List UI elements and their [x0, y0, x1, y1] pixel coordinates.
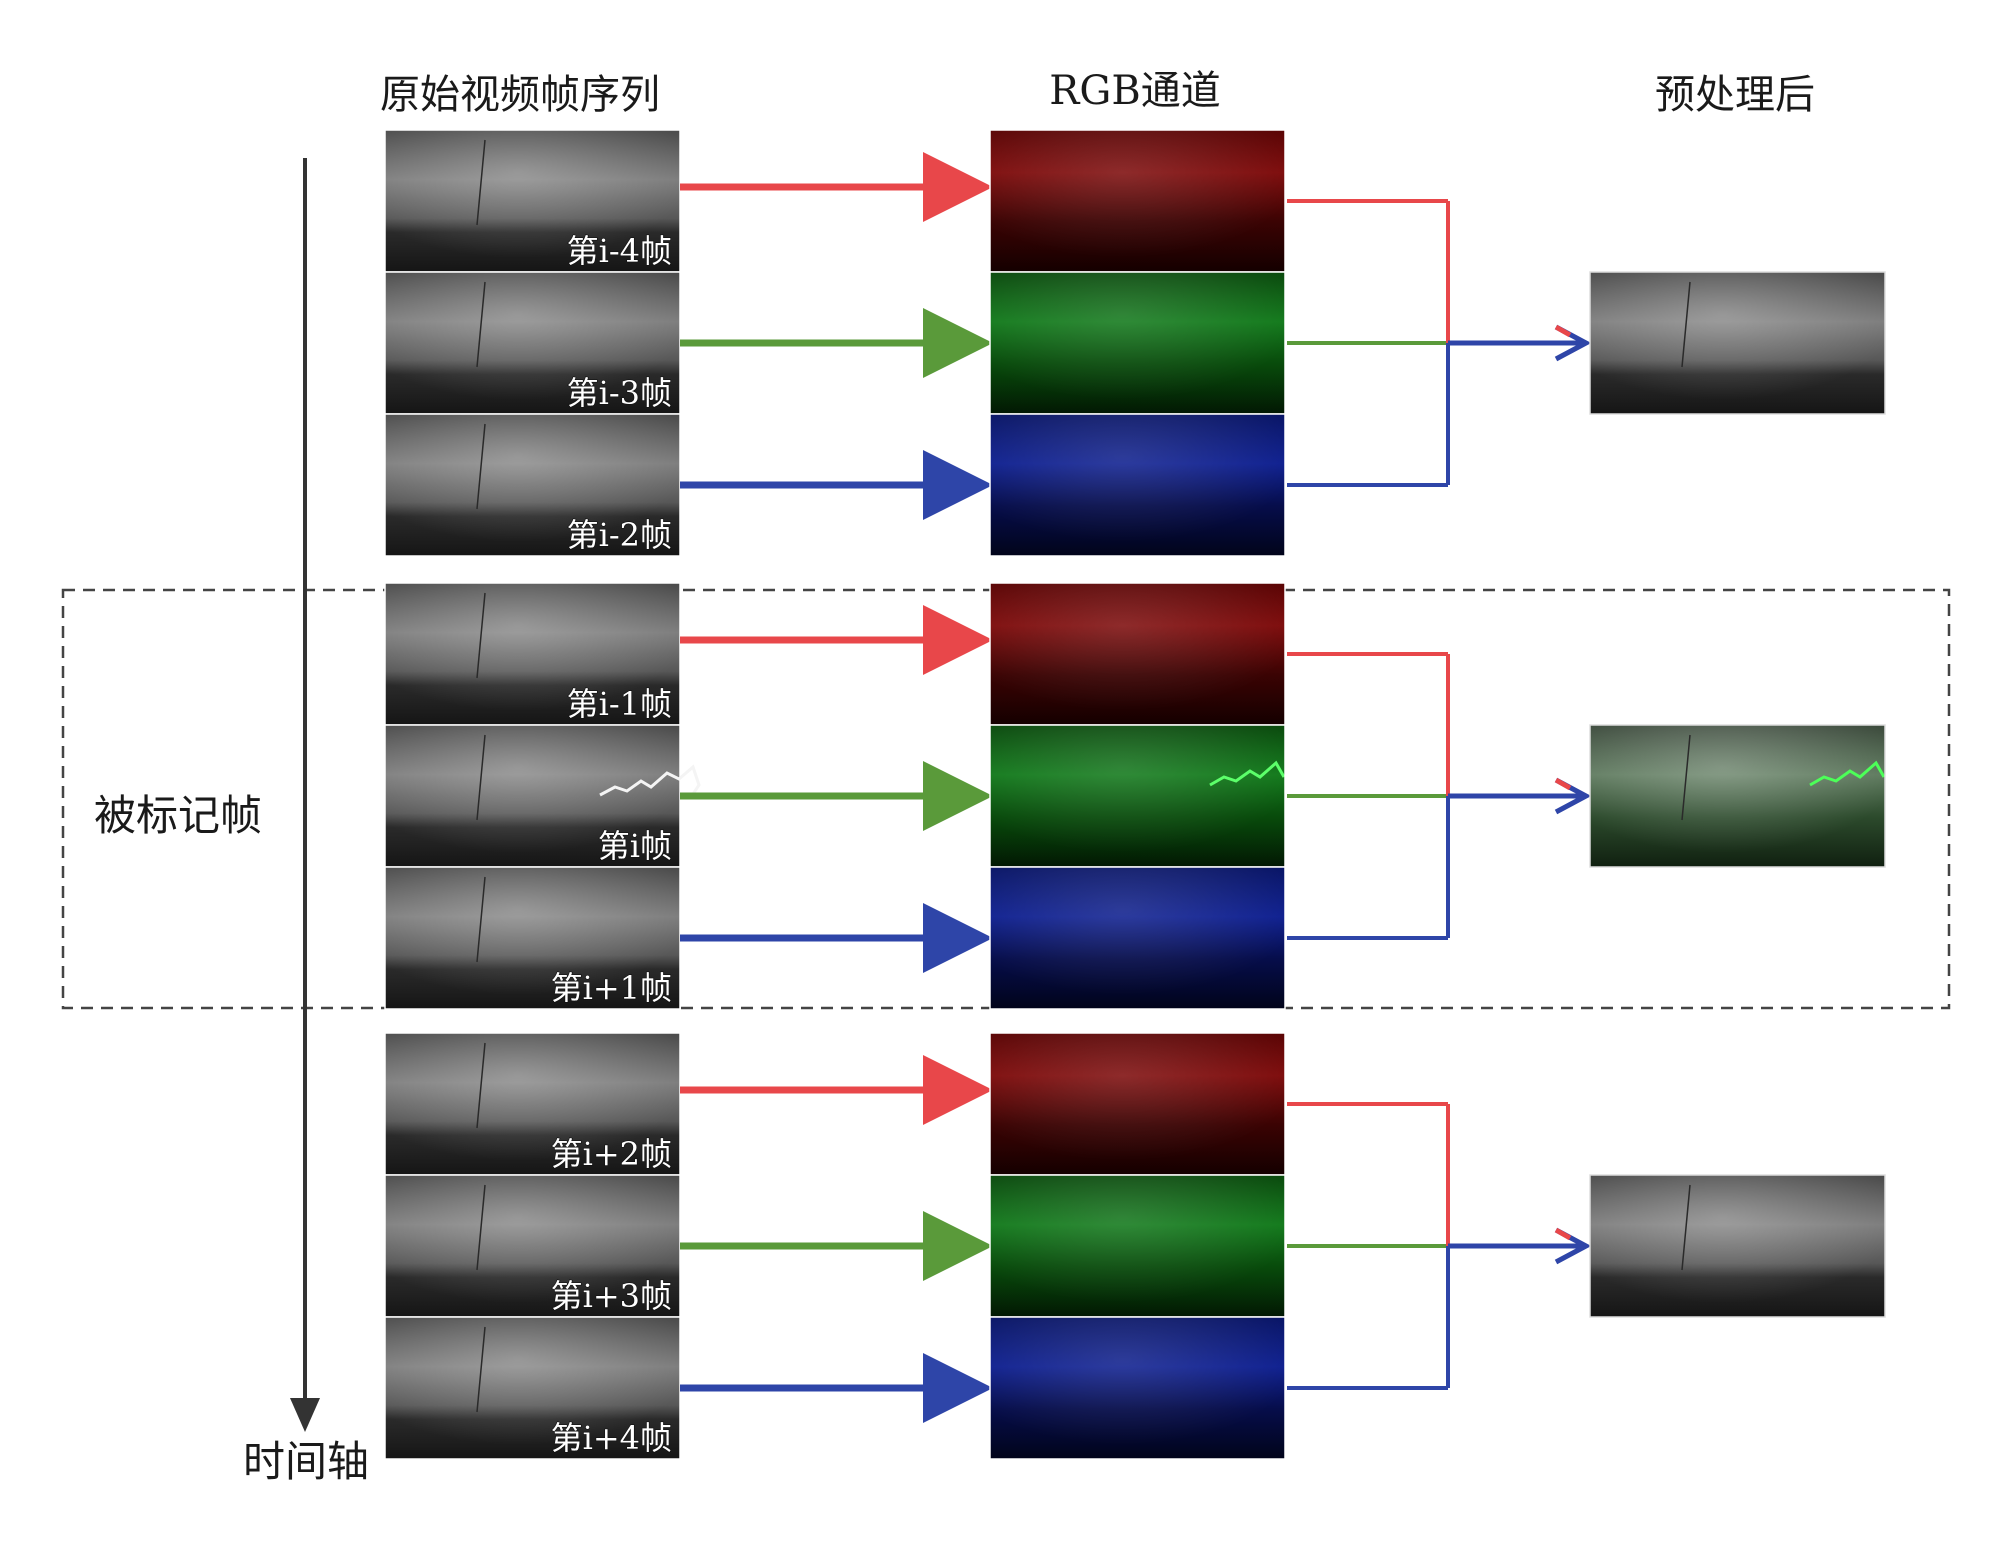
- frame-label: 第i+1帧: [551, 969, 672, 1007]
- video-frame: 第i帧: [384, 724, 701, 868]
- frame-label: 第i+3帧: [551, 1277, 672, 1315]
- marked-frames-label: 被标记帧: [94, 791, 262, 840]
- rgb-channel-red: [989, 582, 1286, 726]
- rgb-channel-green: [989, 271, 1286, 415]
- lightning-streak: [599, 764, 701, 798]
- header-rgb-channels: RGB通道: [1049, 68, 1220, 114]
- video-frame: 第i-3帧: [384, 271, 681, 415]
- rgb-channel-green: [989, 724, 1286, 868]
- preprocessed-frame: [1589, 724, 1886, 868]
- video-frame: 第i-1帧: [384, 582, 681, 726]
- frame-label: 第i-2帧: [567, 516, 672, 554]
- video-frame: 第i+3帧: [384, 1174, 681, 1318]
- frame-label: 第i+2帧: [551, 1135, 672, 1173]
- video-frame: 第i+1帧: [384, 866, 681, 1010]
- frame-label: 第i-3帧: [567, 374, 672, 412]
- rgb-channel-blue: [989, 413, 1286, 557]
- lightning-streak: [1809, 760, 1886, 787]
- frame-label: 第i-4帧: [567, 232, 672, 270]
- frame-groups: 第i-4帧第i-3帧第i-2帧第i-1帧第i帧第i+1帧第i+2帧第i+3帧第i…: [384, 129, 1886, 1460]
- frame-label: 第i+4帧: [551, 1419, 672, 1457]
- frame-label: 第i帧: [598, 827, 672, 865]
- video-frame: 第i-4帧: [384, 129, 681, 273]
- rgb-channel-red: [989, 1032, 1286, 1176]
- rgb-channel-red: [989, 129, 1286, 273]
- video-frame: 第i-2帧: [384, 413, 681, 557]
- preprocessed-frame: [1589, 271, 1886, 415]
- lightning-streak: [1209, 760, 1286, 787]
- video-frame: 第i+2帧: [384, 1032, 681, 1176]
- rgb-channel-blue: [989, 866, 1286, 1010]
- header-preprocessed: 预处理后: [1655, 72, 1815, 118]
- time-axis-label: 时间轴: [243, 1437, 369, 1486]
- preprocessed-frame: [1589, 1174, 1886, 1318]
- video-frame: 第i+4帧: [384, 1316, 681, 1460]
- rgb-channel-green: [989, 1174, 1286, 1318]
- frame-label: 第i-1帧: [567, 685, 672, 723]
- time-axis-arrowhead: [290, 1398, 320, 1432]
- header-original-frames: 原始视频帧序列: [380, 72, 660, 118]
- rgb-channel-blue: [989, 1316, 1286, 1460]
